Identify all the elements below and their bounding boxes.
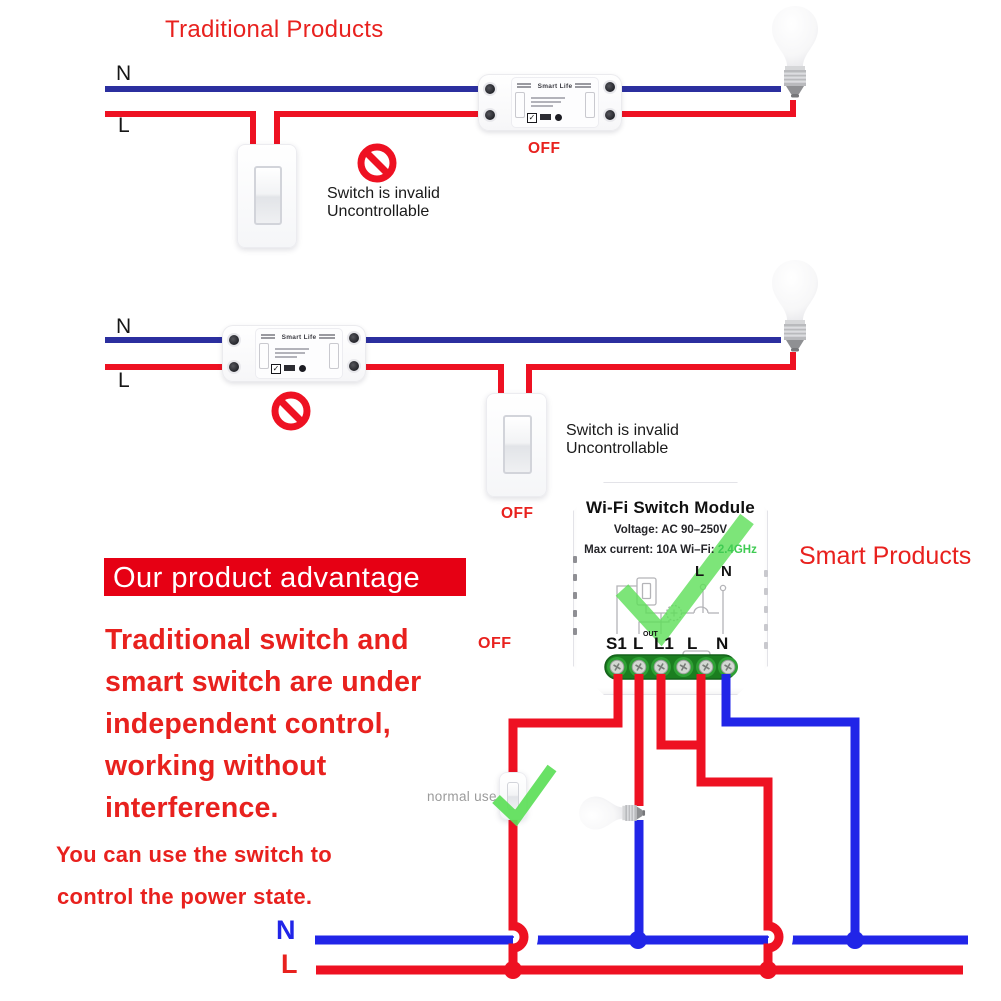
wifi-switch-module [573, 482, 768, 695]
d1-off-label: OFF [528, 140, 561, 157]
d1-live-line-left [105, 111, 256, 148]
current-prefix: Max current: 10A Wi–Fi: [584, 544, 715, 556]
junction-dot [846, 931, 864, 949]
wall-switch-1 [237, 144, 297, 248]
advantage-line: Traditional switch and [105, 624, 409, 656]
wall-switch-2 [486, 393, 547, 497]
title-traditional-products: Traditional Products [165, 16, 384, 43]
current-highlight: 2.4GHz [717, 544, 757, 556]
wifi-module-title: Wi-Fi Switch Module [586, 498, 755, 517]
d2-live-line-right [526, 352, 796, 395]
switch-rocker [503, 415, 532, 474]
d2-invalid-text-1: Switch is invalid [566, 422, 679, 439]
advantage-line: interference. [105, 792, 279, 824]
light-bulb-2 [770, 259, 820, 355]
junction-dot [759, 961, 777, 979]
normal-use-label: normal use [427, 789, 497, 804]
terminal-label-s1: S1 [606, 634, 627, 653]
junction-dot [504, 961, 522, 979]
d2-l-label: L [118, 369, 130, 392]
d2-invalid-text-2: Uncontrollable [566, 440, 669, 457]
advantage-line: smart switch are under [105, 666, 422, 698]
light-bulb-1 [770, 5, 820, 101]
junction-dot [629, 931, 647, 949]
note-line: control the power state. [57, 884, 313, 909]
d1-n-label: N [116, 62, 132, 85]
terminal-label-l: L [687, 634, 698, 653]
prohibition-icon [271, 391, 311, 431]
check-icon-small [492, 764, 557, 827]
bus-l-label: L [281, 949, 298, 979]
advantage-line: independent control, [105, 708, 391, 740]
relay-brand: Smart Life [281, 334, 317, 341]
title-smart-products: Smart Products [799, 542, 972, 570]
prohibition-icon [357, 143, 397, 183]
d1-invalid-text-2: Uncontrollable [327, 203, 430, 220]
relay-brand: Smart Life [537, 83, 573, 90]
terminal-label-lout: L [633, 634, 644, 653]
n-wire [721, 674, 860, 936]
check-icon-large [615, 513, 754, 647]
advantage-heading-bar: Our product advantage [104, 558, 466, 596]
terminal-label-n: N [716, 634, 729, 653]
relay-cert-icon: ✓ [527, 113, 537, 123]
d2-n-label: N [116, 315, 132, 338]
wifi-inner-l-label: L [695, 563, 705, 580]
s1-wire-lower [508, 818, 529, 966]
d1-invalid-text-1: Switch is invalid [327, 185, 440, 202]
wifi-module-voltage: Voltage: AC 90–250V [613, 524, 728, 536]
terminal-label-out-sup: OUT [643, 631, 658, 638]
l1-wire [656, 674, 701, 750]
relay-button [299, 365, 306, 372]
wifi-module-schematic [604, 577, 738, 680]
terminal-block [604, 654, 738, 680]
bus-n-label: N [276, 915, 296, 945]
advantage-heading: Our product advantage [113, 562, 421, 594]
relay-cert-icon: ✓ [271, 364, 281, 374]
relay-button [555, 114, 562, 121]
l-wire [696, 674, 784, 966]
advantage-line: working without [105, 750, 327, 782]
switch-rocker [254, 166, 282, 225]
note-line: You can use the switch to [56, 842, 333, 867]
smart-life-relay-2: Smart Life ✓ [222, 325, 366, 382]
smart-off-label: OFF [478, 635, 512, 652]
terminal-label-l1: L1 [654, 634, 674, 653]
s1-wire-upper [508, 674, 623, 774]
wifi-inner-n-label: N [721, 563, 732, 580]
wifi-module-current: Max current: 10A Wi–Fi: 2.4GHz [573, 544, 768, 557]
d2-off-label: OFF [501, 505, 534, 522]
light-bulb-3 [578, 795, 647, 831]
d1-l-label: L [118, 114, 130, 137]
smart-life-relay-1: Smart Life ✓ [478, 74, 622, 131]
